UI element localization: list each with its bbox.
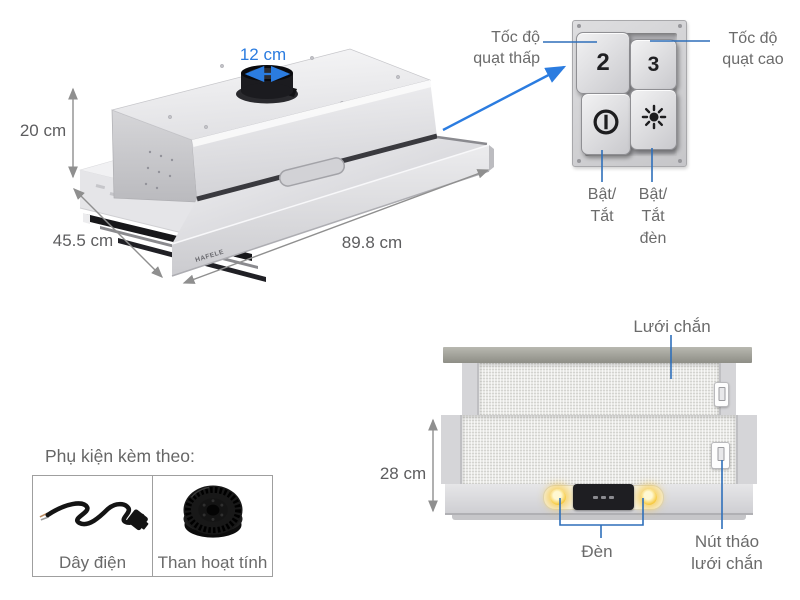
low-speed-label: Tốc độ quạt thấp bbox=[473, 29, 540, 67]
blue-arrows bbox=[244, 65, 567, 132]
release-label: Nút tháo lưới chắn bbox=[691, 532, 763, 573]
depth-label: 45.5 cm bbox=[52, 231, 114, 250]
lamp-right-icon bbox=[641, 489, 657, 505]
lamp-label: Đèn bbox=[581, 542, 613, 561]
grease-filter-mesh-upper bbox=[479, 363, 719, 415]
fan-speed-2-button: 2 bbox=[576, 32, 630, 94]
panel-pointer-arrow bbox=[442, 65, 567, 132]
carbon-filter-icon bbox=[153, 478, 272, 550]
power-icon bbox=[591, 107, 621, 142]
screw-icon bbox=[678, 159, 682, 163]
screw-icon bbox=[577, 159, 581, 163]
screw-icon bbox=[577, 24, 581, 28]
filter-release-button-lower bbox=[711, 442, 730, 469]
width-label: 89.8 cm bbox=[341, 233, 403, 252]
frame-edge bbox=[736, 415, 738, 484]
brand-logo: HAFELE bbox=[195, 249, 225, 264]
accessory-item-carbon-filter: Than hoạt tính bbox=[152, 476, 272, 576]
rivets bbox=[144, 150, 174, 190]
hood-main-body bbox=[110, 48, 437, 203]
exhaust-outlet-icon bbox=[236, 65, 298, 104]
frame-edge bbox=[460, 415, 462, 484]
lamp-housing bbox=[543, 484, 664, 510]
filter-label: Lưới chắn bbox=[633, 317, 711, 336]
grease-filter-mesh-lower bbox=[462, 415, 736, 484]
accessory-label: Dây điện bbox=[58, 553, 127, 572]
filter-release-button-upper bbox=[714, 382, 729, 407]
drawer-handle bbox=[278, 157, 346, 187]
light-button bbox=[630, 89, 677, 150]
accessory-label: Than hoạt tính bbox=[157, 553, 268, 572]
power-label: Bật/ Tắt bbox=[587, 186, 617, 225]
hood-3d-illustration: HAFELE bbox=[78, 48, 494, 282]
accessories-table: Dây điện Than hoạt tính bbox=[32, 475, 273, 577]
height-label: 20 cm bbox=[19, 121, 67, 140]
front-height-label: 28 cm bbox=[379, 464, 427, 483]
hood-lower-section bbox=[441, 415, 757, 484]
light-icon bbox=[640, 103, 668, 136]
outlet-diameter-label: 12 cm bbox=[239, 45, 287, 64]
screw-icon bbox=[678, 24, 682, 28]
screws bbox=[168, 56, 400, 129]
frame-edge bbox=[477, 363, 479, 415]
high-speed-label: Tốc độ quạt cao bbox=[722, 30, 784, 68]
fan-speed-3-button: 3 bbox=[630, 39, 677, 90]
hood-drawer: HAFELE bbox=[171, 133, 494, 277]
countertop-edge bbox=[443, 347, 752, 363]
lamp-left-icon bbox=[550, 489, 566, 505]
accessory-item-power-cord: Dây điện bbox=[33, 476, 152, 576]
accessories-heading: Phụ kiện kèm theo: bbox=[45, 446, 195, 466]
lamp-control-unit bbox=[573, 484, 634, 510]
width-arrow bbox=[182, 169, 490, 284]
light-label: Bật/ Tắt đèn bbox=[638, 186, 668, 247]
power-cord-icon bbox=[33, 478, 152, 550]
hood-base-lip bbox=[452, 515, 746, 520]
power-button bbox=[581, 93, 631, 155]
hood-upper-section bbox=[462, 363, 736, 415]
